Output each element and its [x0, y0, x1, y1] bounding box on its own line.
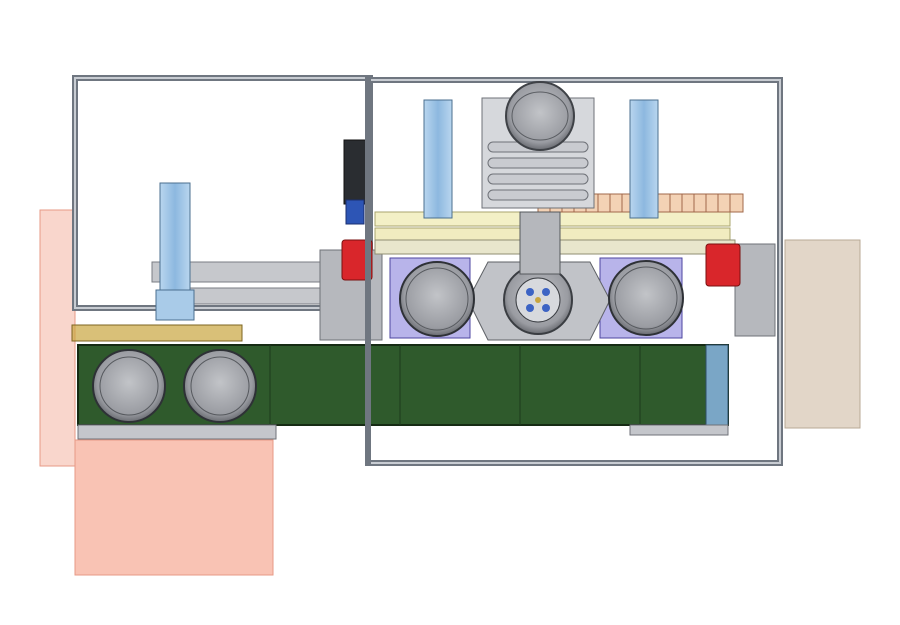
support-beams — [151, 243, 776, 341]
right-side-panel — [784, 239, 861, 429]
left-safety-guard — [39, 209, 274, 576]
gripper-bracket — [341, 239, 741, 287]
rotary-indexer — [467, 211, 611, 341]
pneumatic-cylinder — [155, 99, 659, 321]
frame-post — [365, 78, 371, 464]
drum-magazine — [481, 81, 595, 209]
transfer-plate — [71, 324, 243, 342]
servo-motor — [343, 139, 367, 225]
belt-conveyor — [77, 344, 729, 440]
can-lid — [92, 349, 257, 423]
can-lid — [399, 260, 684, 337]
